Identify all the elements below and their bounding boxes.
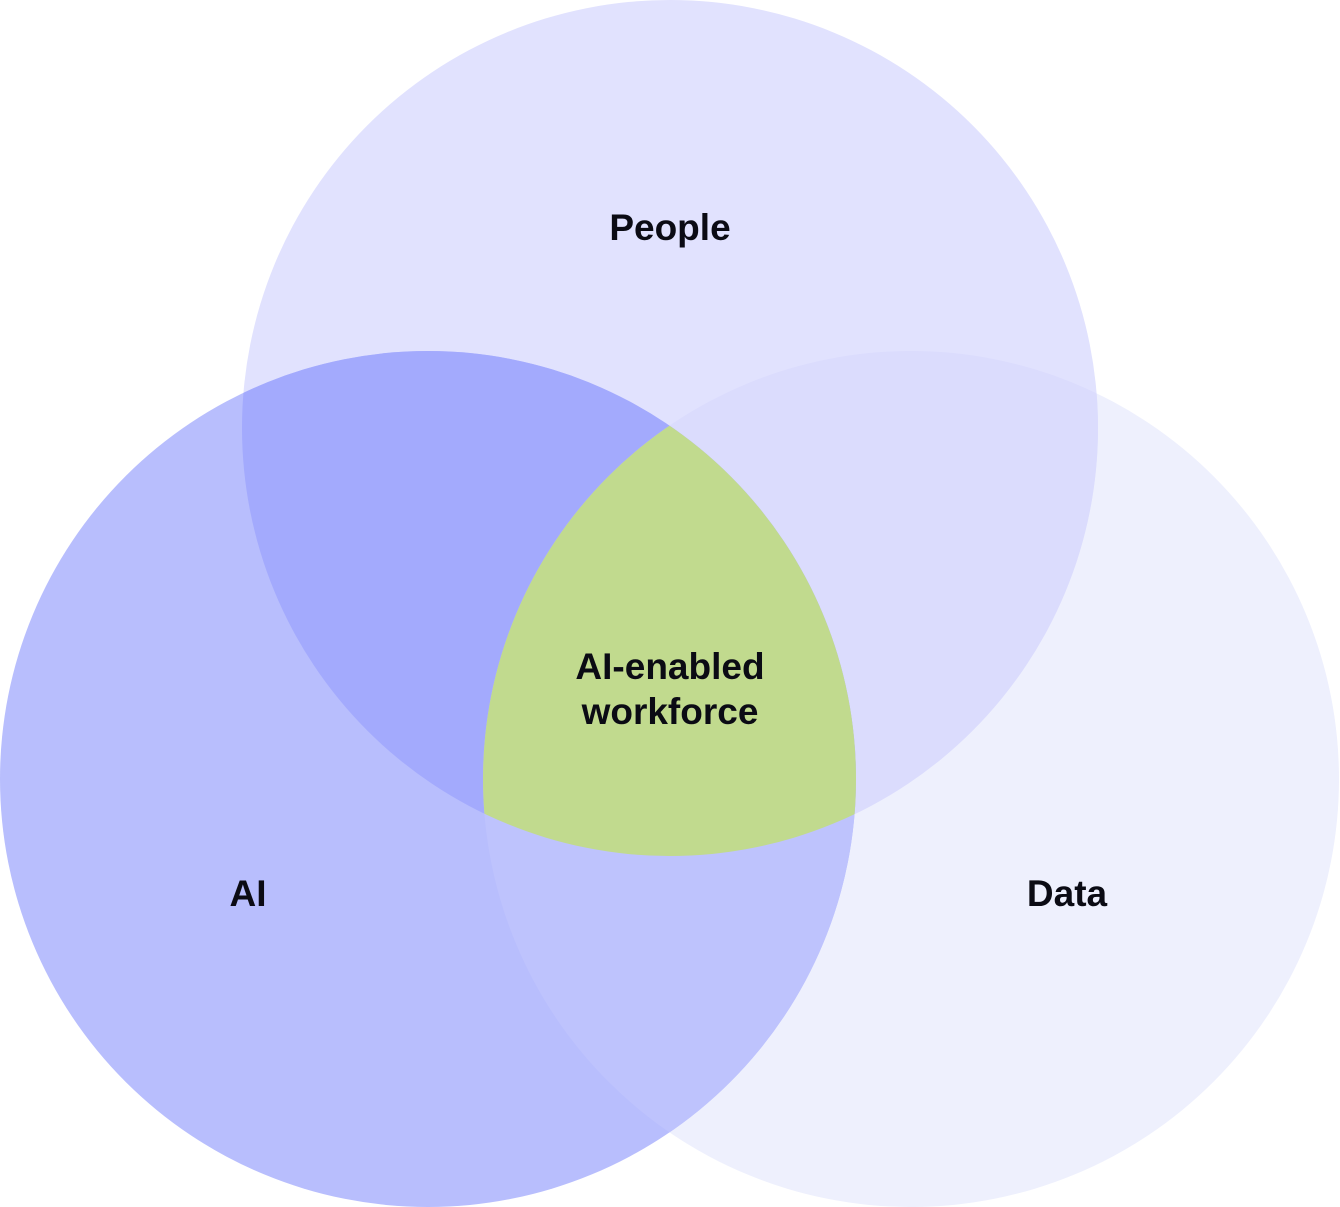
center-label-line1: AI-enabled [575, 646, 764, 687]
people-label: People [609, 207, 730, 248]
ai-label: AI [230, 873, 267, 914]
center-label-line2: workforce [581, 691, 759, 732]
data-label: Data [1027, 873, 1108, 914]
center-intersection [483, 351, 856, 856]
